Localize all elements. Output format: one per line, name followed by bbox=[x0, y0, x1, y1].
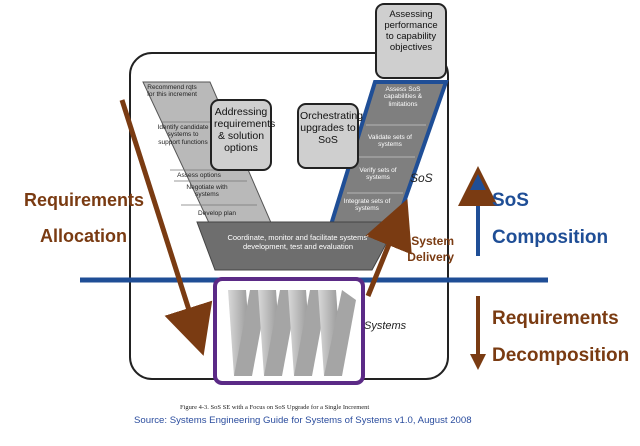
requirements-allocation-label-2: Allocation bbox=[40, 226, 128, 246]
callout-orchestrating-box bbox=[297, 103, 359, 169]
delivery-arrow bbox=[365, 198, 412, 297]
callout-addressing-text: Addressing requirements & solution optio… bbox=[214, 106, 276, 155]
figure-caption: Figure 4-3. SoS SE with a Focus on SoS U… bbox=[180, 404, 370, 411]
left-step-assess: Assess options bbox=[177, 172, 221, 179]
right-step-assess-sos: Assess SoS capabilities & limitations bbox=[383, 86, 423, 108]
sos-composition-label-2: Composition bbox=[492, 227, 609, 248]
right-step-validate: Validate sets of systems bbox=[368, 134, 412, 149]
requirements-decomposition-label-2: Decomposition bbox=[492, 345, 630, 366]
right-step-integrate: Integrate sets of systems bbox=[343, 198, 391, 213]
left-step-negotiate: Negotiate with systems bbox=[186, 184, 228, 199]
right-step-verify: Verify sets of systems bbox=[359, 167, 397, 182]
requirements-allocation-label-1: Requirements bbox=[24, 190, 145, 210]
left-step-recommend: Recommend rqts for this increment bbox=[147, 84, 197, 99]
left-step-identify: Identify candidate systems to support fu… bbox=[157, 124, 209, 146]
callout-addressing-box bbox=[210, 99, 272, 171]
source-citation: Source: Systems Engineering Guide for Sy… bbox=[134, 415, 472, 426]
callout-assessing-box bbox=[375, 3, 447, 79]
system-delivery-label: System Delivery bbox=[407, 234, 454, 265]
left-step-develop: Develop plan bbox=[198, 210, 236, 217]
allocation-arrow bbox=[119, 99, 213, 356]
coordinate-band-text: Coordinate, monitor and facilitate syste… bbox=[227, 233, 369, 251]
system-strips bbox=[228, 290, 356, 376]
sos-region-label: SoS bbox=[410, 171, 433, 185]
requirements-decomposition-label-1: Requirements bbox=[492, 308, 619, 329]
sos-composition-label-1: SoS bbox=[492, 190, 529, 211]
callout-assessing-text: Assessing performance to capability obje… bbox=[384, 9, 438, 53]
decomposition-arrowhead bbox=[470, 354, 486, 370]
composition-arrowhead bbox=[470, 174, 486, 190]
coordinate-band bbox=[196, 221, 399, 271]
systems-region-label: Systems bbox=[364, 320, 407, 332]
callout-orchestrating-text: Orchestrating upgrades to SoS bbox=[300, 110, 364, 147]
